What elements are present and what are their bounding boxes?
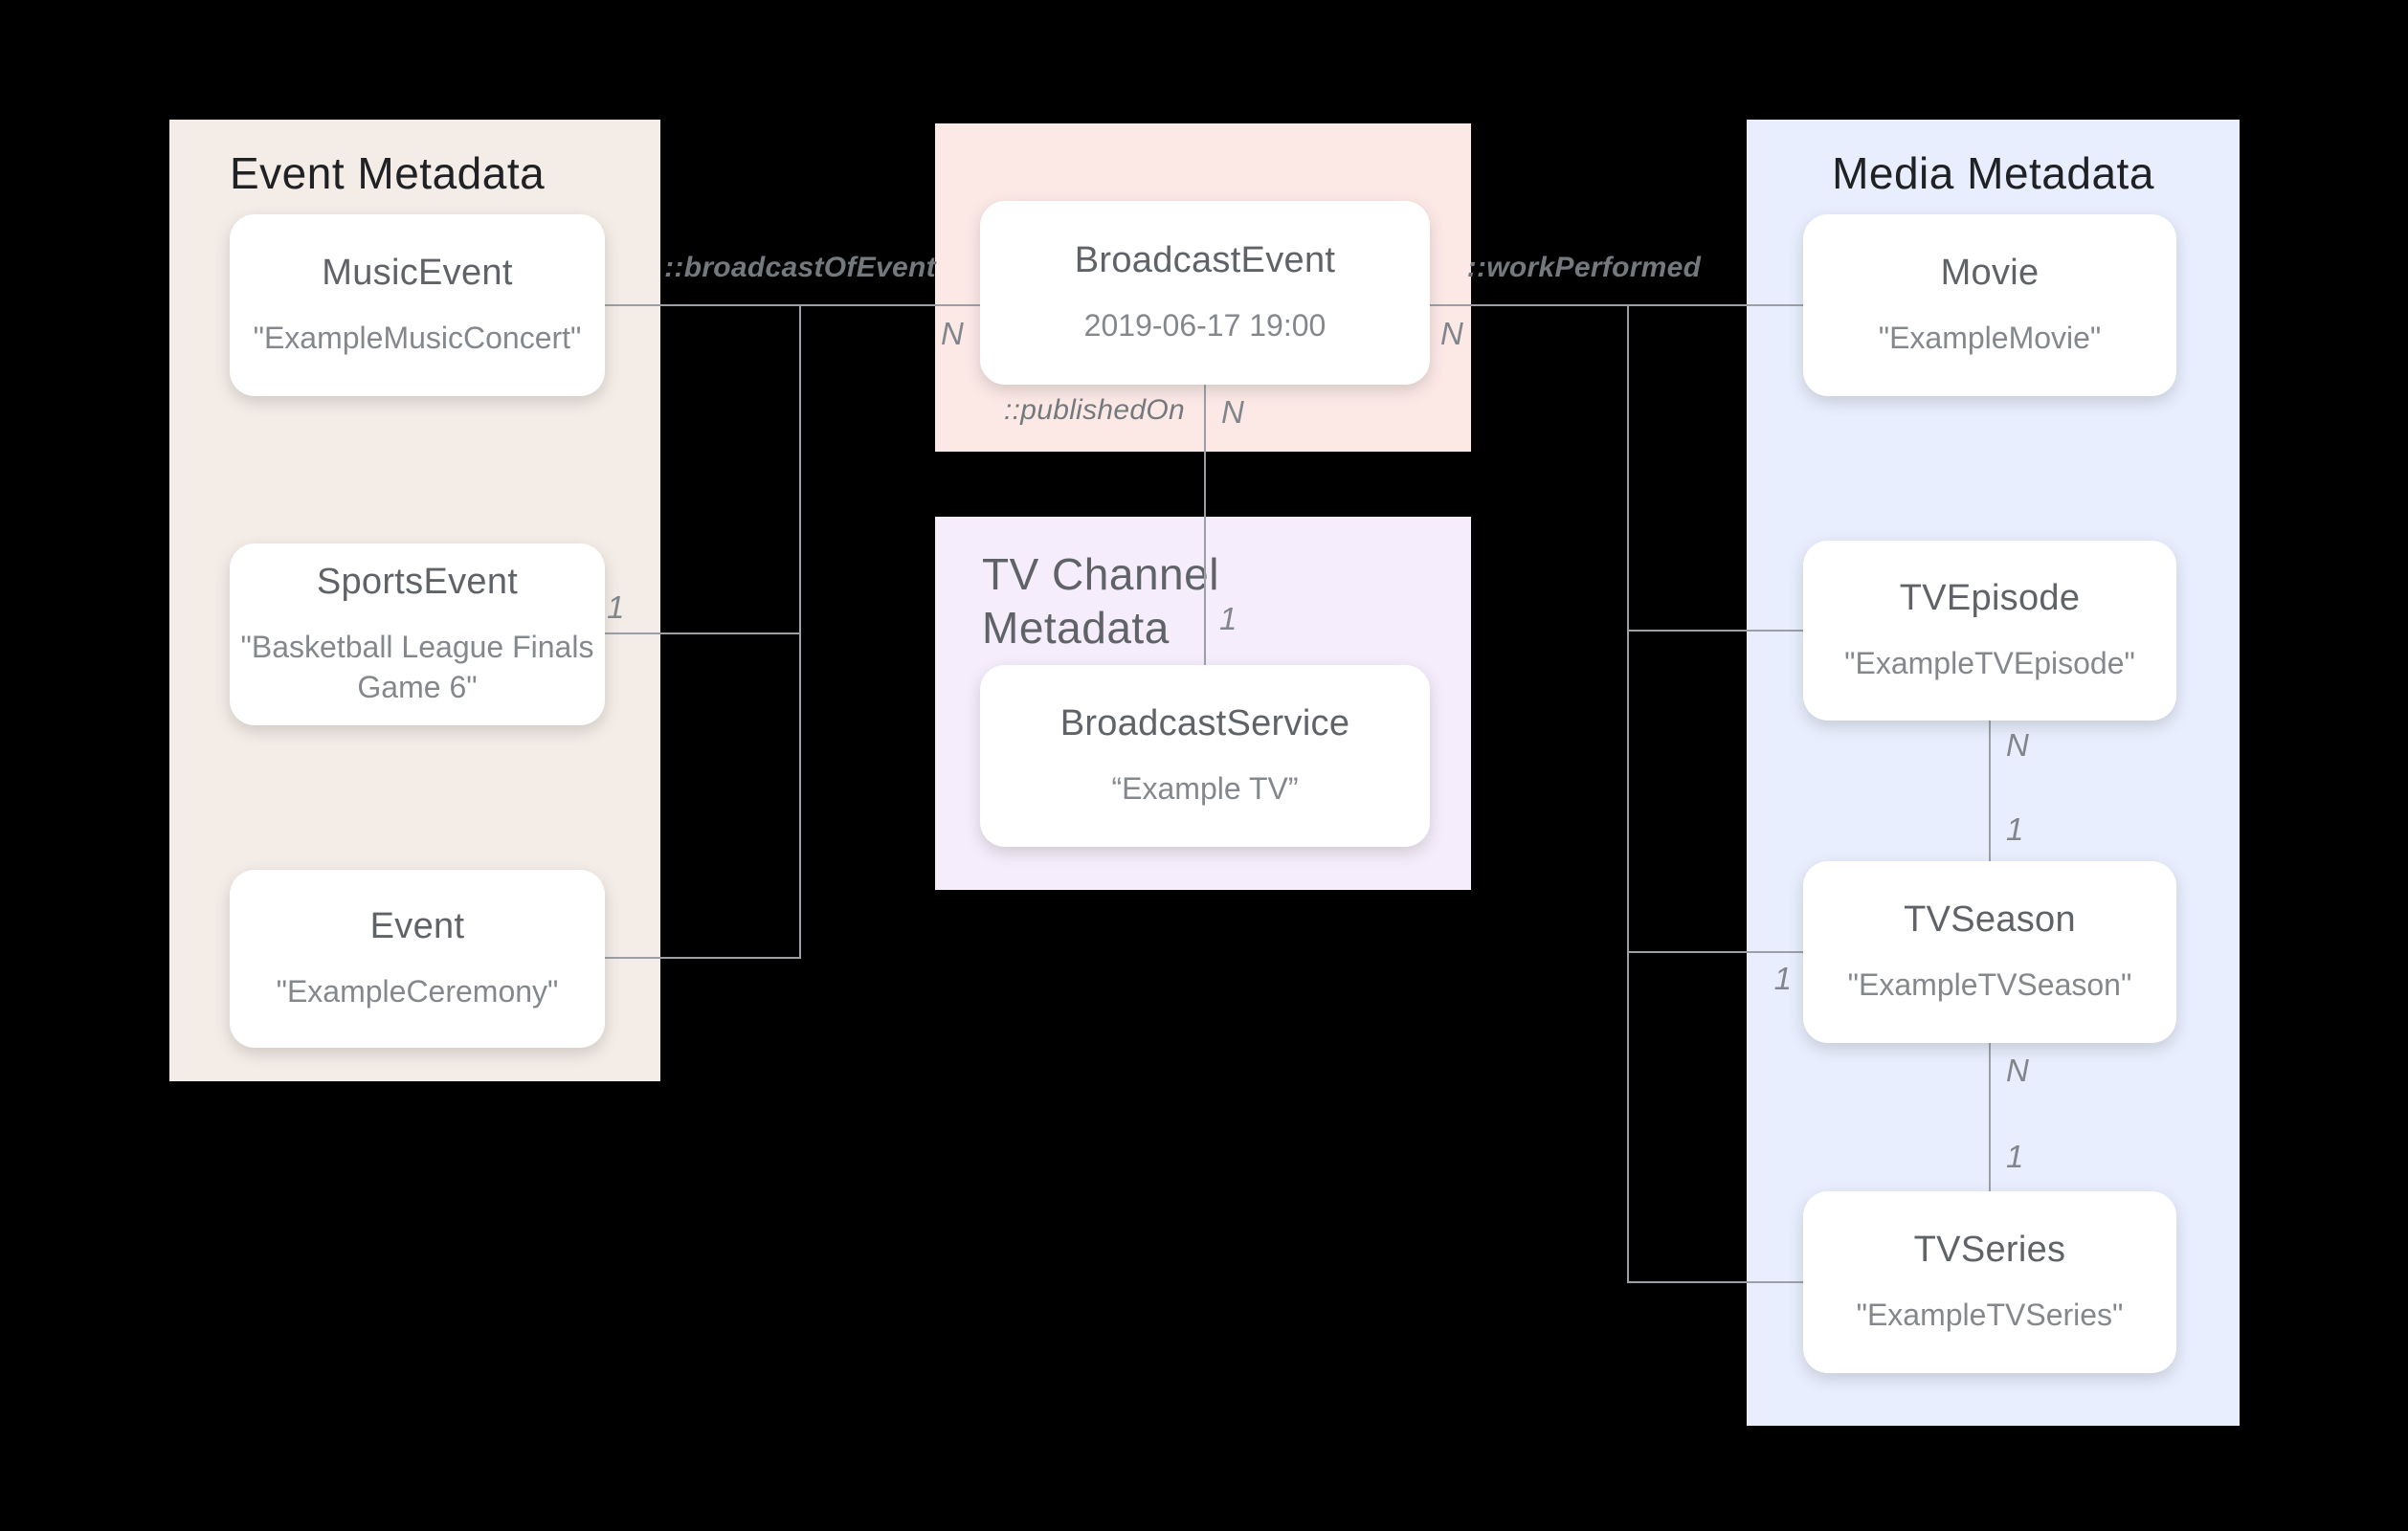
cardinality-publishedon-1: 1 — [1219, 601, 1237, 636]
connector-event-branch — [605, 957, 801, 959]
node-musicevent-title: MusicEvent — [322, 252, 513, 293]
node-event-value: "ExampleCeremony" — [276, 973, 559, 1009]
connector-left-branch-vertical — [799, 304, 801, 959]
node-tvseason-value: "ExampleTVSeason" — [1847, 966, 2132, 1002]
connector-season-series-line — [1989, 1043, 1991, 1191]
panel-title-media-metadata: Media Metadata — [1832, 148, 2154, 198]
relationship-label-publishedon: ::publishedOn — [1003, 394, 1185, 426]
relationship-label-broadcastofevent: ::broadcastOfEvent — [664, 252, 936, 283]
cardinality-publishedon-n: N — [1221, 394, 1244, 430]
panel-title-tv-channel-metadata: TV Channel Metadata — [982, 549, 1219, 654]
cardinality-sportsevent-1: 1 — [607, 589, 625, 625]
node-tvseries: TVSeries "ExampleTVSeries" — [1803, 1191, 2176, 1373]
node-musicevent-value: "ExampleMusicConcert" — [253, 320, 582, 355]
node-broadcastservice-title: BroadcastService — [1059, 702, 1350, 743]
node-tvseason-title: TVSeason — [1904, 899, 2076, 940]
node-musicevent: MusicEvent "ExampleMusicConcert" — [230, 214, 605, 396]
node-broadcastservice: BroadcastService “Example TV” — [980, 665, 1430, 847]
cardinality-episode-bottom-n: N — [2006, 727, 2029, 763]
connector-tvseries-branch — [1627, 1281, 1803, 1283]
node-tvseason: TVSeason "ExampleTVSeason" — [1803, 861, 2176, 1043]
cardinality-series-top-1: 1 — [2006, 1139, 2024, 1174]
node-tvseries-value: "ExampleTVSeries" — [1856, 1297, 2124, 1332]
connector-episode-season-line — [1989, 721, 1991, 861]
node-event: Event "ExampleCeremony" — [230, 870, 605, 1048]
connector-workperformed-line — [1430, 304, 1803, 306]
node-broadcastevent: BroadcastEvent 2019-06-17 19:00 — [980, 201, 1430, 385]
cardinality-workperformed-n: N — [1440, 316, 1463, 351]
cardinality-tvseason-left-1: 1 — [1773, 961, 1792, 996]
cardinality-season-bottom-n: N — [2006, 1053, 2029, 1088]
node-tvseries-title: TVSeries — [1913, 1229, 2066, 1270]
cardinality-broadcastofevent-n: N — [941, 316, 964, 351]
node-movie-value: "ExampleMovie" — [1878, 320, 2102, 355]
node-broadcastservice-value: “Example TV” — [1111, 770, 1299, 806]
node-broadcastevent-value: 2019-06-17 19:00 — [1083, 307, 1327, 343]
node-movie-title: Movie — [1940, 252, 2040, 293]
connector-tvepisode-branch — [1627, 630, 1803, 632]
node-broadcastevent-title: BroadcastEvent — [1074, 239, 1336, 280]
connector-sportsevent-branch — [605, 632, 801, 634]
relationship-label-workperformed: ::workPerformed — [1466, 252, 1702, 283]
node-tvepisode-value: "ExampleTVEpisode" — [1844, 645, 2135, 680]
node-event-title: Event — [369, 905, 465, 946]
node-sportsevent: SportsEvent "Basketball League Finals Ga… — [230, 544, 605, 725]
node-sportsevent-title: SportsEvent — [316, 561, 519, 602]
node-tvepisode: TVEpisode "ExampleTVEpisode" — [1803, 541, 2176, 721]
cardinality-season-top-1: 1 — [2006, 811, 2024, 847]
connector-broadcastofevent-line — [605, 304, 980, 306]
node-movie: Movie "ExampleMovie" — [1803, 214, 2176, 396]
connector-tvseason-branch — [1627, 951, 1803, 953]
node-sportsevent-value: "Basketball League Finals Game 6" — [240, 629, 594, 704]
connector-right-branch-vertical — [1627, 304, 1629, 1282]
node-tvepisode-title: TVEpisode — [1899, 577, 2081, 618]
panel-title-event-metadata: Event Metadata — [230, 148, 546, 198]
connector-publishedon-line — [1204, 385, 1206, 665]
